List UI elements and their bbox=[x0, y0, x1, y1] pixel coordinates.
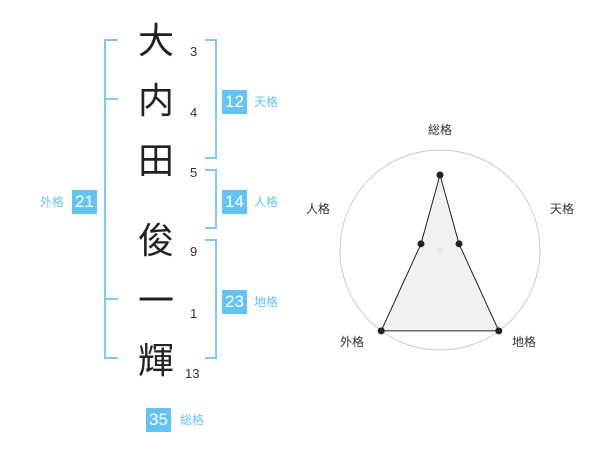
stroke-count-3: 5 bbox=[190, 165, 198, 180]
chikaku-label: 地格 bbox=[254, 295, 279, 309]
tenkaku-label: 天格 bbox=[254, 95, 279, 109]
radar-axis-label-jinkaku: 人格 bbox=[305, 202, 330, 216]
radar-point-5 bbox=[417, 240, 425, 248]
radar-point-1 bbox=[436, 171, 444, 179]
gaikaku-value-badge: 21 bbox=[72, 190, 97, 214]
radar-point-4 bbox=[377, 327, 385, 335]
radar-axis-label-chikaku: 地格 bbox=[511, 335, 536, 349]
name-char-2: 内 bbox=[137, 81, 174, 122]
stroke-count-5: 1 bbox=[190, 306, 198, 321]
name-char-5: 一 bbox=[137, 281, 174, 322]
radar-axis-label-gaikaku: 外格 bbox=[339, 335, 364, 349]
stroke-count-4: 9 bbox=[190, 244, 198, 259]
stroke-count-1: 3 bbox=[190, 44, 198, 59]
radar-value-polygon bbox=[380, 173, 500, 332]
stroke-count-2: 4 bbox=[190, 105, 198, 120]
name-char-4: 俊 bbox=[137, 221, 174, 262]
gaikaku-label: 外格 bbox=[40, 195, 65, 209]
radar-point-3 bbox=[495, 327, 503, 335]
chikaku-value-badge: 23 bbox=[222, 290, 247, 314]
radar-axis-label-tenkaku: 天格 bbox=[549, 202, 574, 216]
soukaku-label: 総格 bbox=[180, 413, 205, 427]
name-char-6: 輝 bbox=[137, 341, 174, 382]
stroke-count-6: 13 bbox=[185, 366, 200, 381]
jinkaku-label: 人格 bbox=[254, 195, 279, 209]
tenkaku-bracket bbox=[205, 39, 217, 159]
radar-point-2 bbox=[455, 240, 463, 248]
soukaku-value-badge: 35 bbox=[146, 408, 171, 432]
tenkaku-value-badge: 12 bbox=[222, 90, 247, 114]
name-char-3: 田 bbox=[137, 141, 174, 182]
jinkaku-value-badge: 14 bbox=[222, 190, 247, 214]
radar-axis-label-soukaku: 総格 bbox=[427, 123, 452, 137]
chikaku-bracket bbox=[205, 239, 217, 359]
name-char-1: 大 bbox=[137, 21, 174, 62]
jinkaku-bracket bbox=[205, 169, 217, 229]
gaikaku-bracket bbox=[104, 39, 118, 359]
